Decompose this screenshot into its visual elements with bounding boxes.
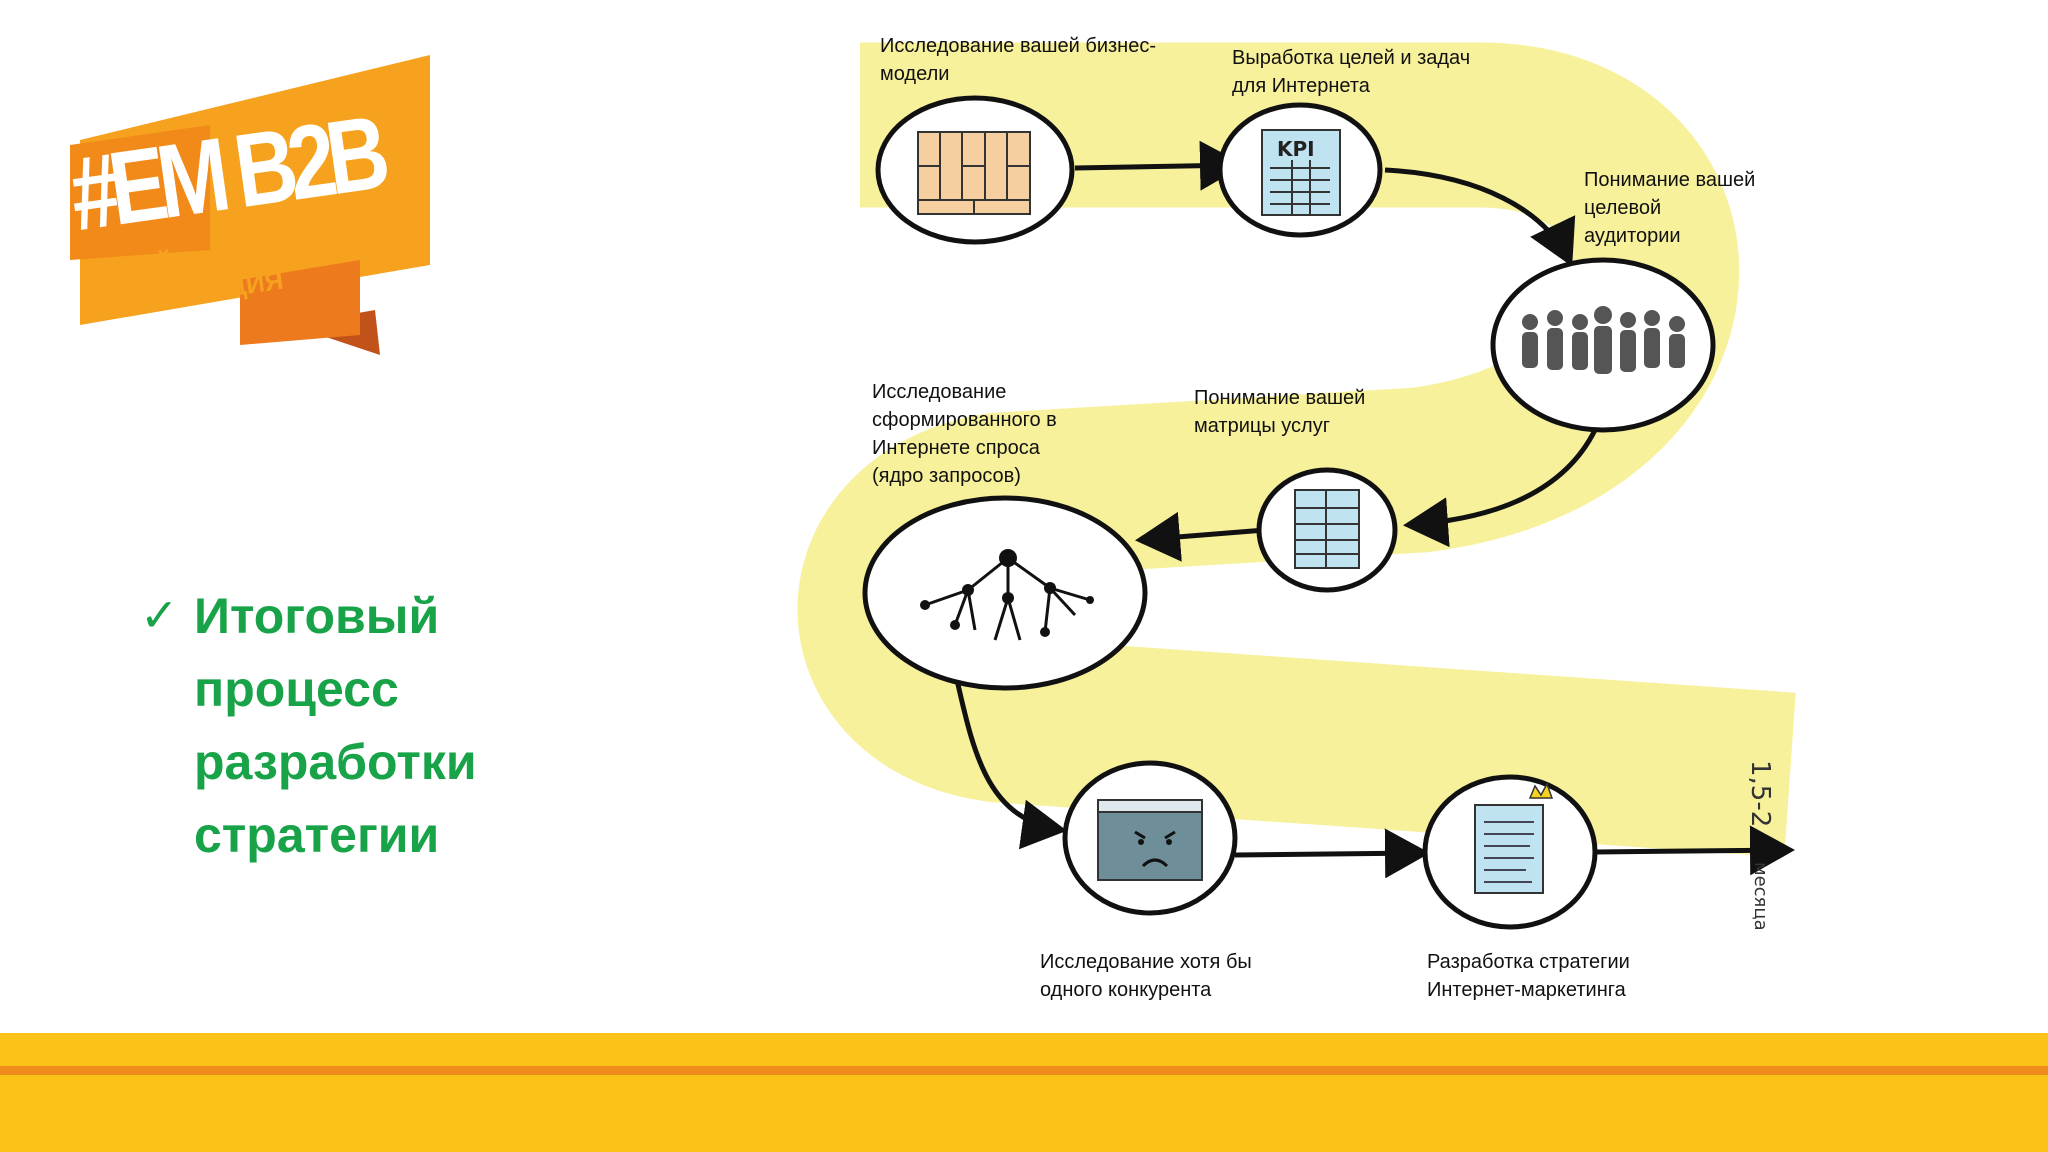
arrow-2 [1384,167,1576,267]
step-label-competitor: Исследование хотя бы одного конкурента [1040,951,1252,1001]
matrix-table-icon [1256,467,1398,593]
kpi-label: KPI [1277,137,1315,161]
check-mark-icon: ✓ [140,588,179,642]
arrow-5 [954,679,1067,850]
arrow-4 [1135,511,1266,562]
step-label-business-model: Исследование вашей бизнес- модели [880,35,1156,85]
summary-title: Итоговый процесс разработки стратегии [194,588,477,863]
duration-value: 1,5-2 [1745,760,1775,827]
step-label-strategy: Разработка стратегии Интернет-маркетинга [1427,951,1630,1001]
query-tree-icon [862,495,1148,691]
step-label-audience: Понимание вашей целевой аудитории [1584,169,1756,247]
crowd-icon [1490,257,1716,433]
strategy-document-icon [1422,774,1598,930]
kpi-sheet-icon: KPI [1217,102,1383,238]
arrow-1 [1074,140,1245,191]
footer-band [0,1033,2048,1152]
business-model-canvas-icon [875,95,1075,245]
step-label-demand: Исследование сформированного в Интернете… [872,381,1057,487]
step-label-goals: Выработка целей и задач для Интернета [1232,47,1471,97]
arrow-3 [1403,428,1598,548]
arrow-6 [1234,828,1430,879]
step-label-service-matrix: Понимание вашей матрицы услуг [1194,387,1366,437]
footer-stripe [0,1066,2048,1075]
conference-logo: #ЕМ B2B ОНЛАЙН- КОНФЕРЕНЦИЯ [63,55,430,355]
angry-browser-icon [1062,760,1238,916]
arrow-7 [1594,825,1795,876]
highlight-band [797,42,1796,858]
duration-unit: месяца [1750,862,1771,931]
